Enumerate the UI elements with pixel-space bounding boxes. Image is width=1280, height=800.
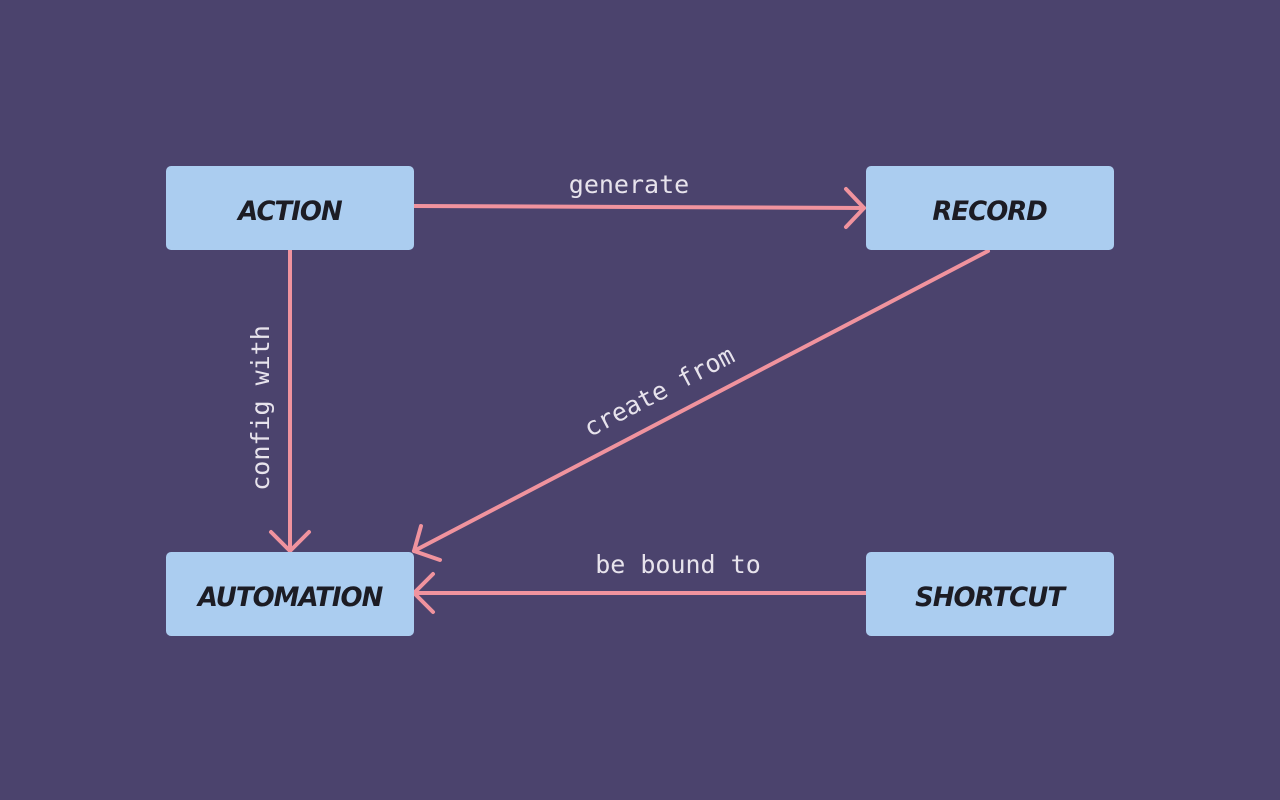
edge-generate: generate	[412, 170, 866, 229]
edge-be-bound-to-arrowhead	[412, 572, 435, 614]
node-action: ACTION	[166, 166, 414, 250]
edge-be-bound-to: be bound to	[412, 550, 868, 614]
node-automation-label: AUTOMATION	[197, 581, 383, 613]
node-automation: AUTOMATION	[166, 552, 414, 636]
node-action-label: ACTION	[238, 195, 343, 227]
node-shortcut-label: SHORTCUT	[915, 581, 1066, 613]
edge-create-from-arrowhead	[412, 524, 442, 562]
node-shortcut: SHORTCUT	[866, 552, 1114, 636]
node-record: RECORD	[866, 166, 1114, 250]
edge-create-from: create from	[412, 249, 990, 562]
edge-create-from-line	[412, 249, 990, 553]
node-record-label: RECORD	[932, 195, 1048, 227]
edge-generate-line	[412, 204, 866, 210]
edge-generate-arrowhead	[844, 187, 866, 229]
edge-generate-label: generate	[569, 170, 689, 199]
edge-be-bound-to-label: be bound to	[595, 550, 761, 579]
edge-config-with-label: config with	[246, 325, 275, 491]
edge-config-with-arrowhead	[269, 530, 311, 553]
edge-config-with: config with	[246, 248, 311, 553]
